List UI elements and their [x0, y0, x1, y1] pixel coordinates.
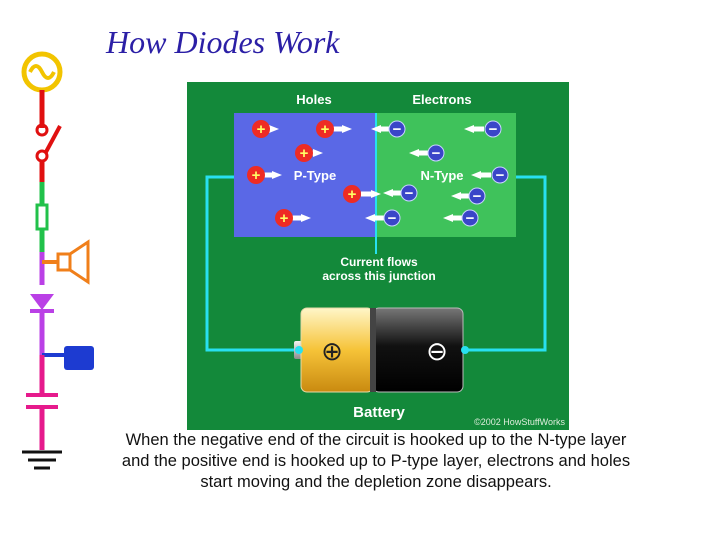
- junction-note-line1: Current flows: [340, 255, 418, 269]
- hole-particle: +: [343, 185, 381, 203]
- hole-particle: +: [252, 120, 279, 138]
- diode-diagram: Holes Electrons P-Type N-Type + + + + +: [187, 82, 569, 430]
- copyright-note: ©2002 HowStuffWorks: [474, 417, 565, 427]
- ac-source-icon: [21, 51, 63, 128]
- electron-particle: −: [383, 184, 418, 202]
- component-block-icon: [39, 346, 94, 395]
- switch-icon: [35, 123, 62, 182]
- svg-text:+: +: [280, 210, 289, 227]
- svg-text:−: −: [388, 210, 397, 227]
- n-type-label: N-Type: [420, 168, 463, 183]
- electrons-header: Electrons: [412, 92, 471, 107]
- slide-title: How Diodes Work: [106, 24, 340, 60]
- svg-text:+: +: [348, 186, 357, 203]
- svg-text:−: −: [496, 167, 505, 184]
- battery-label: Battery: [353, 404, 405, 421]
- svg-text:−: −: [405, 185, 414, 202]
- junction-note-line2: across this junction: [322, 269, 435, 283]
- circuit-symbols-strip: [21, 51, 94, 470]
- svg-text:+: +: [300, 145, 309, 162]
- diagram-caption: When the negative end of the circuit is …: [121, 431, 631, 491]
- electron-particle: −: [464, 120, 502, 138]
- svg-text:−: −: [473, 188, 482, 205]
- hole-particle: +: [275, 209, 311, 227]
- electron-particle: −: [365, 209, 401, 227]
- battery: ⊕ ⊖: [294, 307, 469, 393]
- battery-plus-symbol: ⊕: [321, 337, 343, 367]
- hole-particle: +: [295, 144, 323, 162]
- p-type-label: P-Type: [294, 168, 336, 183]
- svg-text:−: −: [489, 121, 498, 138]
- speaker-icon: [39, 239, 90, 285]
- circuit-wire: [205, 175, 547, 352]
- svg-text:+: +: [257, 121, 266, 138]
- svg-text:−: −: [393, 121, 402, 138]
- capacitor-icon: [26, 393, 58, 450]
- svg-text:+: +: [321, 121, 330, 138]
- battery-minus-symbol: ⊖: [426, 337, 448, 367]
- holes-header: Holes: [296, 92, 331, 107]
- electron-particle: −: [409, 144, 445, 162]
- fuse-icon: [35, 182, 49, 252]
- electron-particle: −: [443, 209, 479, 227]
- battery-terminal-positive: [295, 346, 303, 354]
- electron-particle: −: [451, 187, 486, 205]
- ground-icon: [22, 450, 62, 470]
- battery-terminal-negative: [461, 346, 469, 354]
- svg-text:+: +: [252, 167, 261, 184]
- diode-icon: [30, 294, 54, 355]
- electron-particle: −: [371, 120, 406, 138]
- hole-particle: +: [316, 120, 352, 138]
- hole-particle: +: [247, 166, 282, 184]
- svg-text:−: −: [466, 210, 475, 227]
- electron-particle: −: [471, 166, 509, 184]
- svg-text:−: −: [432, 145, 441, 162]
